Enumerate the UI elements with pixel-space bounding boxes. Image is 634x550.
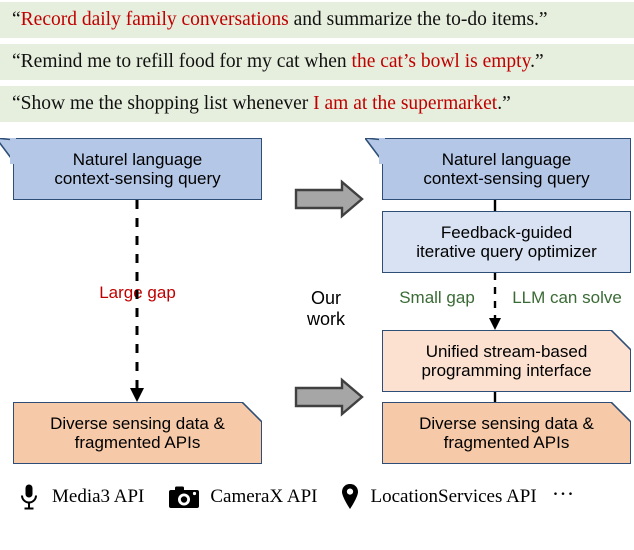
left-sensing-data-label: Diverse sensing data & fragmented APIs bbox=[50, 413, 225, 452]
api-list: Media3 API CameraX API Lo bbox=[0, 474, 634, 520]
right-sensing-data-label: Diverse sensing data & fragmented APIs bbox=[419, 413, 594, 452]
quote-segment: “Show me the shopping list whenever bbox=[12, 93, 314, 114]
quote-segment: .” bbox=[530, 51, 544, 72]
location-pin-icon bbox=[339, 483, 361, 511]
quote-text: “Remind me to refill food for my cat whe… bbox=[12, 51, 544, 73]
transition-arrow-bottom-icon bbox=[294, 377, 364, 417]
right-arrowhead-icon bbox=[489, 318, 501, 330]
our-work-label: Our work bbox=[306, 288, 345, 329]
left-nl-query-box: Naturel language context-sensing query bbox=[0, 138, 262, 200]
quote-text: “Record daily family conversations and s… bbox=[12, 9, 548, 31]
quote-banner-shopping: “Show me the shopping list whenever I am… bbox=[0, 86, 634, 122]
left-arrowhead-icon bbox=[130, 388, 144, 402]
api-label: Media3 API bbox=[52, 486, 145, 507]
quote-highlight: I am at the supermarket bbox=[313, 93, 498, 114]
api-item-media3: Media3 API bbox=[16, 483, 144, 511]
quote-banner-record: “Record daily family conversations and s… bbox=[0, 2, 634, 38]
quote-segment: and summarize the to-do items.” bbox=[288, 9, 548, 30]
quote-segment: “ bbox=[12, 9, 21, 30]
api-label: LocationServices API bbox=[370, 486, 537, 507]
quote-highlight: the cat’s bowl is empty bbox=[351, 51, 531, 72]
more-apis-indicator: ∙∙∙ bbox=[552, 481, 576, 506]
right-nl-query-box: Naturel language context-sensing query bbox=[365, 138, 631, 200]
feedback-optimizer-label: Feedback-guided iterative query optimize… bbox=[416, 222, 597, 261]
unified-interface-label: Unified stream-based programming interfa… bbox=[421, 341, 592, 380]
left-nl-query-label: Naturel language context-sensing query bbox=[54, 149, 221, 188]
transition-arrow-top-icon bbox=[294, 179, 364, 219]
api-label: CameraX API bbox=[210, 486, 318, 507]
unified-interface-box: Unified stream-based programming interfa… bbox=[382, 330, 631, 392]
feedback-optimizer-box: Feedback-guided iterative query optimize… bbox=[382, 211, 631, 273]
quote-banner-refill: “Remind me to refill food for my cat whe… bbox=[0, 44, 634, 80]
quote-text: “Show me the shopping list whenever I am… bbox=[12, 93, 511, 115]
large-gap-label: Large gap bbox=[99, 283, 176, 302]
camera-icon bbox=[168, 485, 200, 509]
quote-segment: “Remind me to refill food for my cat whe… bbox=[12, 51, 352, 72]
api-item-locationservices: LocationServices API bbox=[339, 483, 537, 511]
microphone-icon bbox=[16, 483, 42, 511]
quote-segment: .” bbox=[497, 93, 511, 114]
small-gap-label: Small gap bbox=[399, 288, 475, 307]
llm-can-solve-label: LLM can solve bbox=[512, 288, 622, 307]
quote-highlight: Record daily family conversations bbox=[20, 9, 289, 30]
right-nl-query-label: Naturel language context-sensing query bbox=[423, 149, 590, 188]
right-sensing-data-box: Diverse sensing data & fragmented APIs bbox=[382, 402, 631, 464]
api-item-camerax: CameraX API bbox=[168, 485, 317, 509]
